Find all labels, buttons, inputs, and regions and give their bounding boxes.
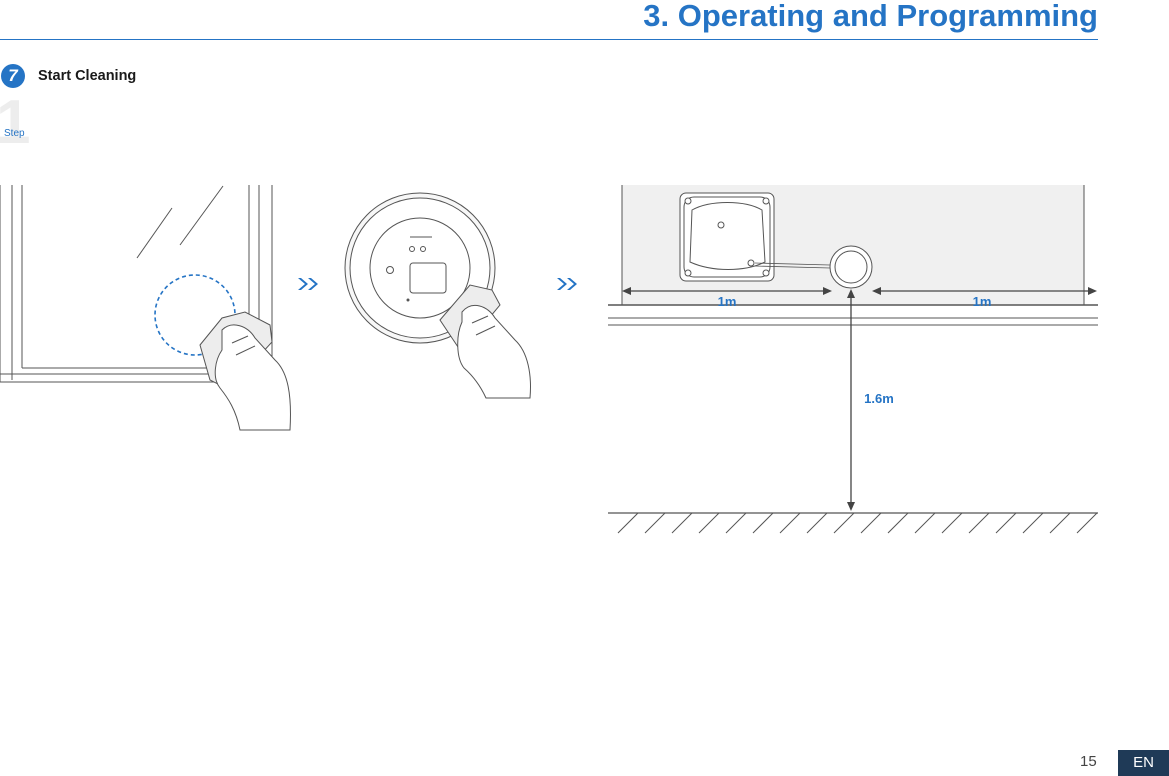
hand-cloth-icon [199,311,291,431]
arrow-right-icon [557,278,577,290]
step-badge: 7 [1,64,25,88]
arrow-right-icon [298,278,318,290]
dimension-label-right: 1m [973,294,992,309]
page-title: 3. Operating and Programming [643,0,1098,33]
suction-cup-icon [829,245,873,289]
page-number: 15 [1080,753,1097,770]
robot-icon [679,192,775,282]
step-title: Start Cleaning [38,68,137,84]
language-tab: EN [1118,750,1169,776]
dimension-lines [622,287,1097,511]
dimension-label-vertical: 1.6m [864,391,894,406]
safety-tether-icon [754,262,831,269]
hand-cloth-icon [439,284,531,399]
step-label: Step [4,128,25,139]
title-divider [0,39,1098,40]
step-number-watermark: 1 [0,88,31,157]
dimension-label-left: 1m [718,294,737,309]
floor-hatching [617,512,1098,534]
